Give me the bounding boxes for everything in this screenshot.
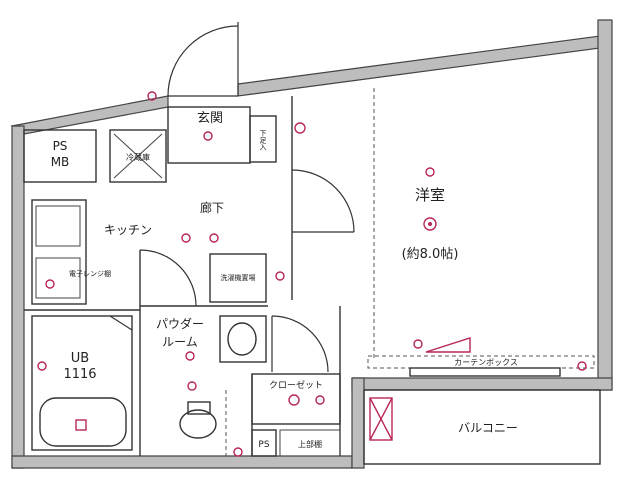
wall-left xyxy=(11,125,25,469)
closet-label: クローゼット xyxy=(269,379,323,391)
powder-label-2: ルーム xyxy=(162,335,198,349)
kitchen-sink xyxy=(35,205,81,247)
outdoor-unit xyxy=(369,397,393,441)
ub-label-1: UB xyxy=(71,351,89,366)
outlet-symbol xyxy=(577,361,587,371)
kitchen-label: キッチン xyxy=(104,223,152,237)
wall-right xyxy=(597,19,613,391)
closet-light-symbol xyxy=(288,394,300,406)
wall-top-right xyxy=(237,35,601,97)
balcony-label: バルコニー xyxy=(458,421,518,435)
washer-label: 洗濯機置場 xyxy=(221,273,256,282)
entrance-door-arc xyxy=(167,25,239,97)
toilet-tank xyxy=(187,401,211,415)
window xyxy=(409,367,561,377)
outdoor-unit-x2 xyxy=(369,397,393,441)
bathtub xyxy=(39,397,127,447)
ub-box xyxy=(31,315,133,451)
wall-top-left xyxy=(10,95,169,135)
outlet-symbol xyxy=(45,279,55,289)
wall-bottom xyxy=(11,455,353,469)
ceiling-light-dot xyxy=(428,222,432,226)
outlet-symbol xyxy=(275,271,285,281)
curtain-box-label: カーテンボックス xyxy=(454,358,518,367)
upper-shelf-label: 上部棚 xyxy=(298,439,322,449)
wall-balcony-left xyxy=(351,377,365,469)
outlet-symbol xyxy=(209,233,219,243)
fridge-label: 冷蔵庫 xyxy=(126,152,150,162)
light-symbol xyxy=(203,131,213,141)
outlet-symbol xyxy=(147,91,157,101)
washbasin xyxy=(227,322,257,356)
psmb-label-mb: MB xyxy=(51,155,70,169)
light-symbol xyxy=(185,351,195,361)
ub-label-2: 1116 xyxy=(63,367,96,382)
ps-box xyxy=(251,429,277,457)
light-symbol xyxy=(425,167,435,177)
wall-room-bottom xyxy=(351,377,613,391)
closet-door-arc xyxy=(271,315,329,373)
psmb-box xyxy=(23,129,97,183)
stove-label: 電子レンジ棚 xyxy=(69,269,111,278)
psmb-label-ps: PS xyxy=(53,139,68,153)
western-room-label: 洋室 xyxy=(415,186,445,204)
outlet-symbol xyxy=(37,361,47,371)
ub-door-leaf xyxy=(109,315,133,331)
outlet-symbol xyxy=(187,381,197,391)
shoebox-label: 下足入 xyxy=(259,130,267,151)
ceiling-light-symbol xyxy=(423,217,437,231)
powder-label-1: パウダー xyxy=(156,316,204,331)
bath-drain xyxy=(75,419,87,431)
aircon-symbol xyxy=(425,337,471,353)
western-room-size: (約8.0帖) xyxy=(402,247,459,262)
room-door-arc xyxy=(291,169,355,233)
fridge-x2 xyxy=(113,133,163,179)
light-symbol xyxy=(181,233,191,243)
outlet-symbol xyxy=(294,122,306,134)
outlet-symbol xyxy=(233,447,243,457)
balcony-area xyxy=(363,389,601,465)
ps-label: PS xyxy=(258,440,269,450)
hallway-label: 廊下 xyxy=(200,200,224,215)
outlet-symbol xyxy=(315,395,325,405)
toilet xyxy=(179,409,217,439)
shoebox xyxy=(249,115,277,163)
kitchen-stove xyxy=(35,257,81,299)
washbasin-box xyxy=(219,315,267,363)
washer-box xyxy=(209,253,267,303)
fridge-box xyxy=(109,129,167,183)
powder-door-arc xyxy=(139,249,197,307)
upper-shelf-box xyxy=(279,429,341,457)
outlet-symbol xyxy=(413,339,423,349)
kitchen-counter xyxy=(31,199,87,305)
entrance-label: 玄関 xyxy=(197,111,223,126)
